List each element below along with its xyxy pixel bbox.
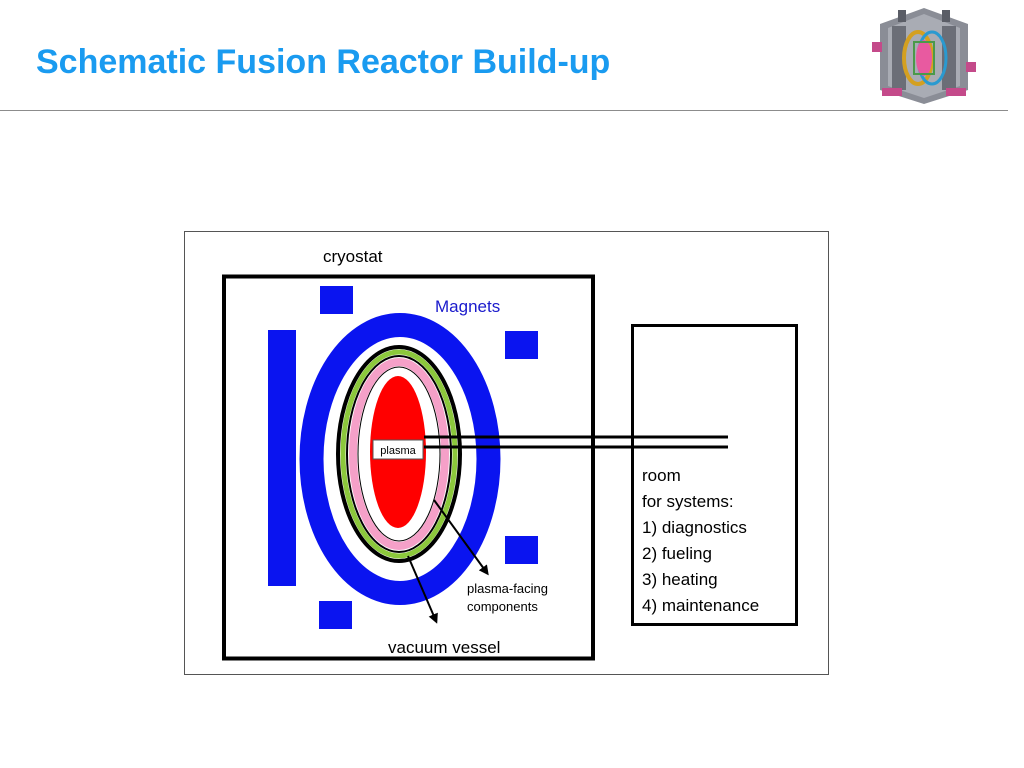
arrow-plasma-facing [433, 499, 489, 576]
plasma-label-box [372, 439, 424, 460]
magnet-coil-top-left [320, 286, 353, 314]
cryostat-box [222, 274, 595, 661]
cryostat-label: cryostat [323, 247, 383, 266]
room-label: room for systems: 1) diagnostics 2) fuel… [642, 466, 759, 615]
central-solenoid [268, 330, 296, 586]
plasma-facing-line-1: plasma-facing [467, 581, 548, 596]
magnets-label: Magnets [435, 297, 500, 316]
room-line-1: room [642, 466, 681, 485]
tokamak-cutaway-icon [868, 2, 980, 106]
systems-room-box [631, 324, 798, 626]
slide-title: Schematic Fusion Reactor Build-up [36, 43, 611, 81]
room-line-6: 4) maintenance [642, 596, 759, 615]
plasma-label: plasma [380, 445, 416, 457]
magnet-coil-bottom-left [319, 601, 352, 629]
plasma-facing-label: plasma-facing components [467, 581, 552, 614]
magnet-coil-bottom-right [505, 536, 538, 564]
plasma-facing-line-2: components [467, 599, 538, 614]
title-divider [0, 110, 1008, 111]
room-line-5: 3) heating [642, 570, 718, 589]
toroidal-coil-ring [299, 313, 501, 605]
arrow-vacuum-vessel [407, 555, 438, 624]
room-line-3: 1) diagnostics [642, 518, 747, 537]
vacuum-vessel-label: vacuum vessel [388, 638, 500, 657]
room-line-4: 2) fueling [642, 544, 712, 563]
magnet-coil-top-right [505, 331, 538, 359]
room-line-2: for systems: [642, 492, 734, 511]
